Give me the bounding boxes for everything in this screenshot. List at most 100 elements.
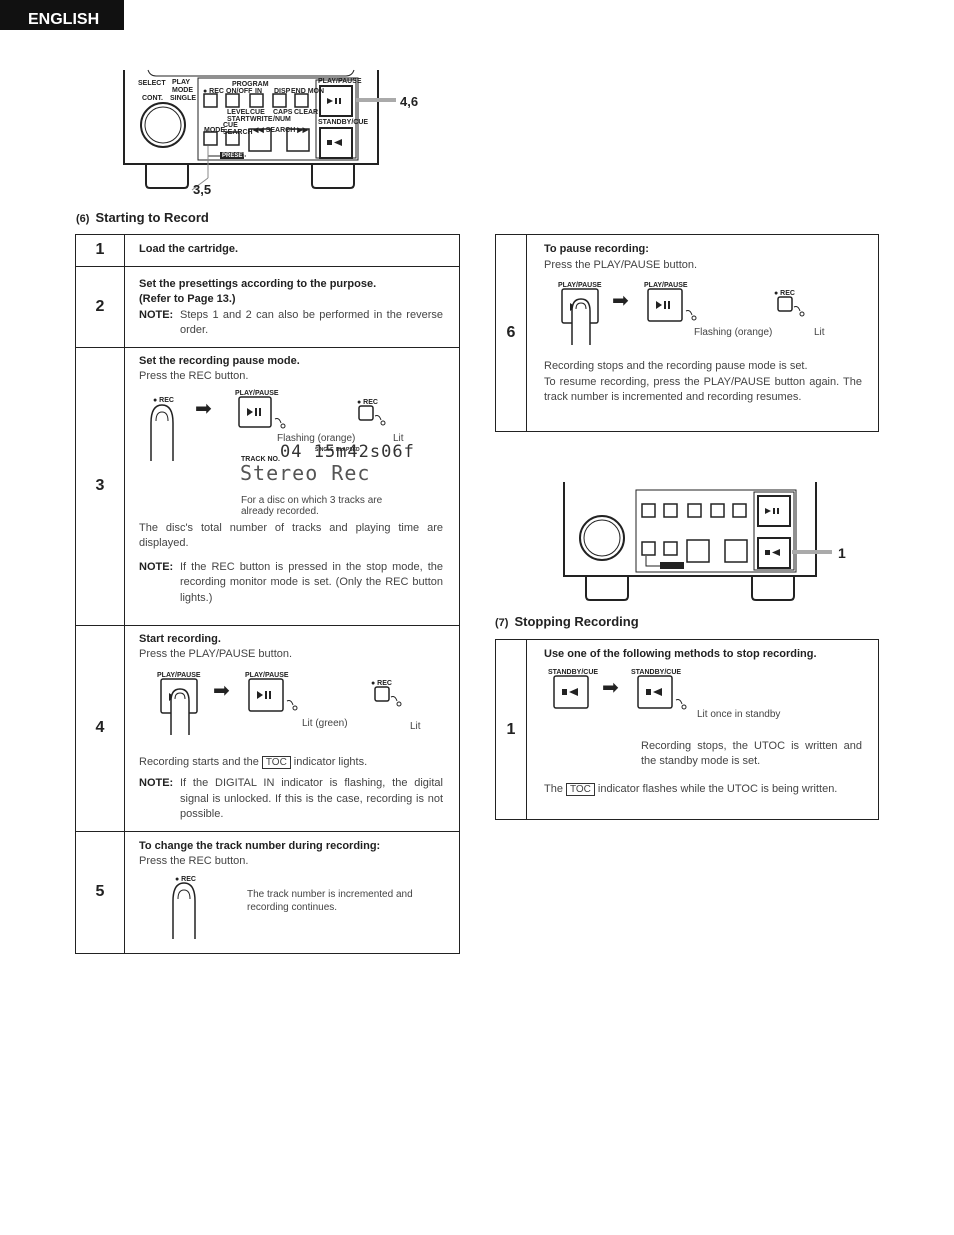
preset-label: PRESET: [222, 153, 247, 159]
section-6-title-text: Starting to Record: [95, 210, 209, 225]
play-pause-label: PLAY/PAUSE: [157, 671, 201, 679]
note-text: If the DIGITAL IN indicator is flashing,…: [180, 777, 443, 820]
section-6-number: (6): [76, 213, 90, 225]
step-heading: Load the cartridge.: [139, 243, 239, 255]
arrow-right-icon: ➡: [213, 679, 230, 702]
rec-button-label: ● REC: [153, 396, 174, 404]
rec-button-label: ● REC: [175, 875, 196, 883]
on-off-label: ON/OFF: [226, 88, 253, 95]
section-7-number: (7): [495, 617, 509, 629]
step-text-3: To resume recording, press the PLAY/PAUS…: [544, 375, 862, 404]
cont-label: CONT.: [142, 95, 163, 102]
step-heading: Set the recording pause mode.: [139, 354, 300, 367]
finger-press-icon: [172, 881, 196, 939]
step-heading: Set the presettings according to the pur…: [139, 277, 377, 290]
rec-led-icon: [777, 296, 805, 317]
step-heading: To change the track number during record…: [139, 839, 381, 852]
step-body: Set the recording pause mode. Press the …: [124, 346, 460, 626]
single-label: SINGLE: [170, 95, 197, 102]
track-no-label: TRACK NO.: [241, 455, 280, 463]
display-caption: For a disc on which 3 tracks are already…: [241, 494, 383, 517]
note-label: NOTE:: [139, 560, 174, 573]
step-body: Load the cartridge.: [124, 234, 460, 267]
search-label: ◀◀ SEARCH ▶▶: [253, 127, 308, 134]
step-number: 5: [75, 830, 125, 954]
rec-label: ● REC: [203, 88, 224, 95]
callout-1: 1: [838, 545, 846, 561]
step-note: NOTE: If the DIGITAL IN indicator is fla…: [139, 776, 443, 823]
standby-cue-label-2: STANDBY/CUE: [631, 668, 682, 676]
toc-indicator: TOC: [261, 755, 291, 769]
device-panel-illustration-2: [563, 482, 832, 601]
step-number: 6: [495, 234, 527, 432]
select-label: SELECT: [138, 80, 166, 87]
track-increment-caption: The track number is incremented and reco…: [247, 888, 413, 913]
step-row-1: 1 Load the cartridge.: [75, 234, 460, 267]
play-pause-label-2: PLAY/PAUSE: [644, 282, 688, 289]
step-number: 1: [495, 639, 527, 820]
finger-press-icon: [561, 288, 599, 345]
recording-starts-text: Recording starts and the: [139, 755, 259, 768]
display-mode: Stereo Rec: [240, 460, 371, 485]
in-label: IN: [255, 88, 262, 95]
rec-led-icon: [374, 685, 402, 706]
note-label: NOTE:: [139, 777, 174, 789]
finger-press-icon: [150, 403, 174, 461]
step-text: Press the REC button.: [139, 370, 249, 382]
cue-write-label: CUE WRITE: [250, 109, 273, 123]
caps-num-label: CAPS /NUM: [273, 109, 293, 123]
lit-green-caption: Lit (green): [302, 717, 348, 729]
arrow-right-icon: ➡: [195, 397, 212, 420]
play-mode-label: PLAY MODE: [172, 79, 193, 94]
step-row-5: 5 To change the track number during reco…: [75, 830, 460, 954]
toc-indicator: TOC: [565, 782, 595, 796]
rec-led-icon: [358, 404, 386, 425]
step-body: Start recording. Press the PLAY/PAUSE bu…: [124, 624, 460, 832]
lit-caption: Lit: [814, 327, 825, 338]
step-4-figure: PLAY/PAUSE ➡ PLAY/PAUSE ● REC: [139, 663, 443, 745]
play-pause-label: PLAY/PAUSE: [318, 78, 362, 85]
language-tab: ENGLISH: [0, 0, 124, 30]
play-pause-label: PLAY/PAUSE: [558, 282, 602, 289]
step-stop-figure: STANDBY/CUE ➡ STANDBY/CUE Lit once in st…: [544, 663, 862, 733]
callout-3-5: 3,5: [193, 182, 212, 197]
step-heading: To pause recording:: [544, 243, 649, 255]
toc-flash-text-a: The: [544, 782, 563, 795]
step-text: Press the PLAY/PAUSE button.: [544, 258, 698, 271]
flashing-orange-caption: Flashing (orange): [277, 432, 356, 444]
rec-led-label: ● REC: [774, 290, 795, 297]
step-heading-ref: (Refer to Page 13.): [139, 293, 236, 305]
section-7-title-text: Stopping Recording: [514, 614, 639, 629]
finger-press-icon: [160, 677, 198, 735]
steps-table-stop: 1 Use one of the following methods to st…: [495, 639, 879, 820]
steps-table-left: 1 Load the cartridge. 2 Set the presetti…: [75, 234, 460, 954]
step-text: Press the REC button.: [139, 855, 249, 867]
indicator-lights-text: indicator lights.: [293, 755, 368, 768]
steps-table-right: 6 To pause recording: Press the PLAY/PAU…: [495, 234, 879, 432]
play-pause-button-icon: [248, 677, 298, 712]
step-text: Press the PLAY/PAUSE button.: [139, 648, 293, 660]
step-body: Use one of the following methods to stop…: [526, 639, 879, 820]
step-note: NOTE: Steps 1 and 2 can also be performe…: [139, 308, 443, 339]
arrow-right-icon: ➡: [612, 290, 629, 312]
step-number: 2: [75, 265, 125, 348]
step-body: Set the presettings according to the pur…: [124, 265, 460, 348]
play-pause-label: PLAY/PAUSE: [235, 389, 279, 397]
step-row-stop-1: 1 Use one of the following methods to st…: [495, 639, 879, 820]
rec-led-label: ● REC: [357, 398, 378, 406]
step-3-figure: ● REC ➡ PLAY/PAUSE ● REC Flashing (or: [139, 385, 443, 517]
note-text: If the REC button is pressed in the stop…: [180, 560, 443, 604]
display-elapsed-label: ELAPSED: [336, 446, 360, 453]
note-label: NOTE:: [139, 308, 174, 321]
lit-caption: Lit: [410, 720, 421, 732]
play-pause-button-icon: [647, 288, 697, 322]
clear-label: CLEAR: [294, 109, 319, 116]
note-text: Steps 1 and 2 can also be performed in t…: [180, 308, 443, 337]
toc-flash-text-b: indicator flashes while the UTOC is bein…: [597, 782, 838, 795]
step-row-2: 2 Set the presettings according to the p…: [75, 265, 460, 348]
step-heading: Start recording.: [139, 632, 221, 645]
step-row-3: 3 Set the recording pause mode. Press th…: [75, 346, 460, 626]
standby-cue-label: STANDBY/CUE: [318, 119, 369, 126]
